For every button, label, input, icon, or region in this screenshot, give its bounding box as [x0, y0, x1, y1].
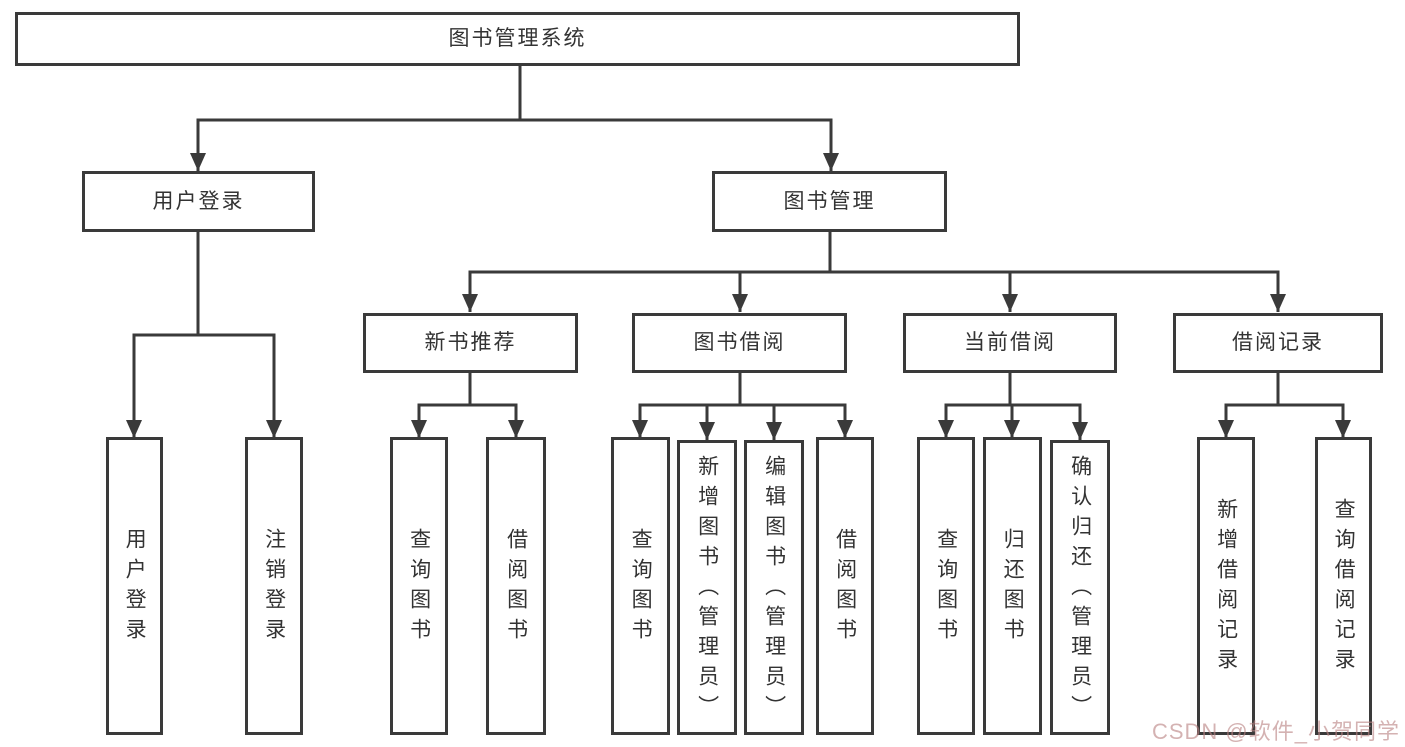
node-new-book-recommend: 新书推荐	[363, 313, 578, 373]
leaf-query-books-borrowing: 查询图书	[611, 437, 670, 735]
leaf-query-books-recommend: 查询图书	[390, 437, 448, 735]
leaf-return-books: 归还图书	[983, 437, 1042, 735]
connector-borrowing-records	[1218, 372, 1351, 438]
node-book-management-system: 图书管理系统	[15, 12, 1020, 66]
node-book-borrowing: 图书借阅	[632, 313, 847, 373]
leaf-query-borrow-record: 查询借阅记录	[1315, 437, 1372, 735]
leaf-query-books-current: 查询图书	[917, 437, 975, 735]
leaf-add-books-admin: 新增图书（管理员）	[677, 440, 737, 735]
node-borrowing-records: 借阅记录	[1173, 313, 1383, 373]
connector-root	[190, 64, 839, 171]
connector-book-management	[462, 231, 1286, 312]
connector-new-book-recommend	[411, 372, 524, 438]
node-book-management: 图书管理	[712, 171, 947, 232]
node-current-borrowing: 当前借阅	[903, 313, 1117, 373]
leaf-borrow-books-recommend: 借阅图书	[486, 437, 546, 735]
leaf-borrow-books-borrowing: 借阅图书	[816, 437, 874, 735]
connector-current-borrowing	[938, 372, 1088, 440]
leaf-user-login: 用户登录	[106, 437, 163, 735]
connector-user-login	[126, 231, 282, 438]
leaf-edit-books-admin: 编辑图书（管理员）	[744, 440, 804, 735]
connector-book-borrowing	[632, 372, 853, 440]
leaf-confirm-return-admin: 确认归还（管理员）	[1050, 440, 1110, 735]
leaf-add-borrow-record: 新增借阅记录	[1197, 437, 1255, 735]
node-user-login: 用户登录	[82, 171, 315, 232]
leaf-logout: 注销登录	[245, 437, 303, 735]
